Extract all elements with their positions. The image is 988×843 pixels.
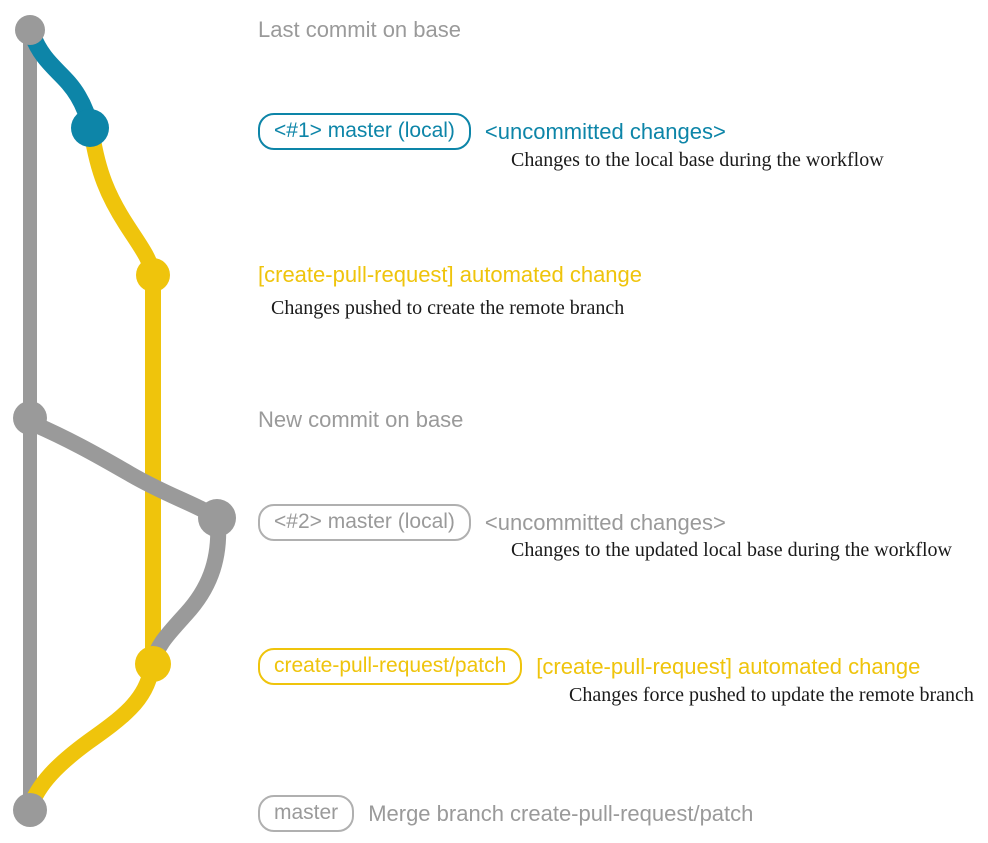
commit-node-base-head[interactable] — [15, 15, 45, 45]
edge-remote2-to-merge — [22, 662, 159, 816]
edge-basenew-to-local2 — [26, 416, 225, 526]
commit-row-remote-1: [create-pull-request] automated change — [258, 264, 642, 286]
branch-pill-local-1[interactable]: <#1> master (local) — [258, 113, 471, 150]
commit-note-remote-1: Changes pushed to create the remote bran… — [271, 297, 625, 319]
commit-note-local-1: Changes to the local base during the wor… — [511, 149, 884, 171]
commit-row-remote-2: create-pull-request/patch [create-pull-r… — [258, 648, 920, 685]
commit-subject-new-commit-on-base: New commit on base — [258, 407, 464, 432]
commit-subject-local-1: <uncommitted changes> — [484, 118, 726, 144]
commit-note-local-2: Changes to the updated local base during… — [511, 539, 952, 561]
commit-subject-remote-2: [create-pull-request] automated change — [536, 653, 921, 679]
commit-subject-local-2: <uncommitted changes> — [484, 509, 726, 535]
commit-node-local-2[interactable] — [198, 499, 236, 537]
branch-pill-local-2[interactable]: <#2> master (local) — [258, 504, 471, 541]
commit-subject-last-commit-on-base: Last commit on base — [258, 17, 461, 42]
commit-node-remote-1[interactable] — [136, 258, 170, 292]
branch-pill-remote-2[interactable]: create-pull-request/patch — [258, 648, 523, 685]
edge-local1-to-remote1 — [84, 126, 161, 283]
commit-node-base-new[interactable] — [13, 401, 47, 435]
branch-pill-master[interactable]: master — [258, 795, 355, 832]
commit-row-merge: master Merge branch create-pull-request/… — [258, 795, 753, 832]
commit-node-local-1[interactable] — [71, 109, 109, 147]
commit-node-remote-2[interactable] — [135, 646, 171, 682]
commit-node-merge[interactable] — [13, 793, 47, 827]
commit-row-local-1: <#1> master (local) <uncommitted changes… — [258, 113, 726, 150]
commit-note-remote-2: Changes force pushed to update the remot… — [569, 684, 974, 706]
edge-local2-to-remote2 — [145, 516, 227, 672]
commit-row-local-2: <#2> master (local) <uncommitted changes… — [258, 504, 726, 541]
commit-subject-merge: Merge branch create-pull-request/patch — [368, 800, 754, 826]
commit-subject-remote-1: [create-pull-request] automated change — [258, 262, 643, 287]
